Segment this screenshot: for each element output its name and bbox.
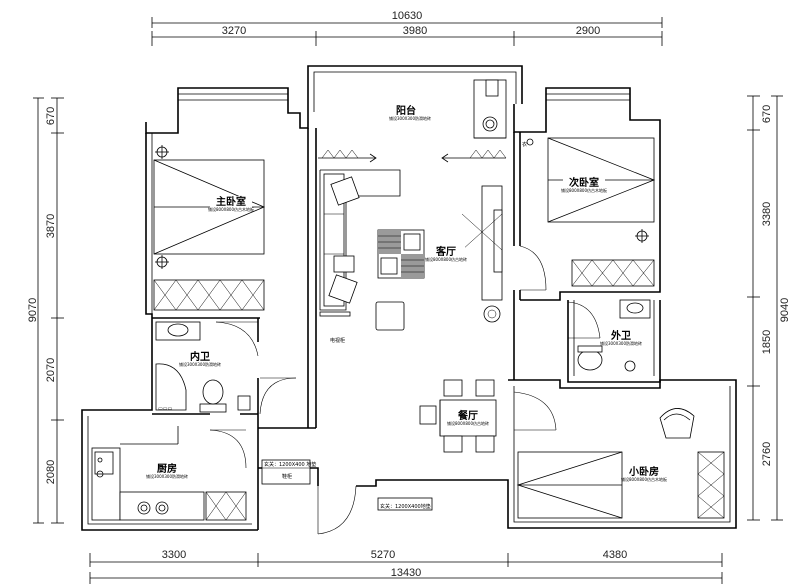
room-name-dining: 餐厅 bbox=[457, 409, 478, 422]
outer-bath-basin bbox=[577, 349, 603, 371]
dim-right-seg-4: 2760 bbox=[761, 442, 773, 466]
second-label-bg bbox=[563, 177, 605, 191]
outer-bath-area bbox=[567, 299, 651, 372]
small-bedroom-chair bbox=[659, 408, 695, 439]
dining-area bbox=[419, 379, 557, 453]
kitchen-counter-bottom bbox=[119, 491, 205, 521]
dim-top-seg-2: 3980 bbox=[403, 25, 427, 37]
balcony-label-bg bbox=[389, 105, 429, 119]
room-sub-balcony: 铺设300X300防滑地砖 bbox=[389, 115, 431, 121]
dim-left-seg-3: 2070 bbox=[45, 358, 57, 382]
inner-bath-area: ▭▭▭ bbox=[155, 321, 297, 415]
living-label-bg bbox=[427, 246, 465, 260]
small-bedroom-area bbox=[516, 408, 725, 519]
dim-right-seg-3: 1850 bbox=[761, 330, 773, 354]
toilet-bowl bbox=[202, 379, 224, 405]
dim-top-seg-1: 3270 bbox=[222, 25, 246, 37]
dim-left-seg-4: 2080 bbox=[45, 460, 57, 484]
dining-label-bg bbox=[449, 410, 487, 424]
room-name-second-bedroom: 次卧室 bbox=[569, 176, 599, 189]
room-name-balcony: 阳台 bbox=[396, 104, 416, 117]
shoe-cabinet bbox=[261, 459, 311, 485]
ottoman bbox=[375, 301, 405, 331]
room-name-kitchen: 厨房 bbox=[157, 462, 177, 475]
entry-mat-label-1: 玄关：1200X400 地垫 bbox=[264, 461, 316, 468]
dim-top-total: 10630 bbox=[392, 10, 423, 22]
master-label-bg bbox=[210, 196, 252, 210]
shoe-cabinet-label: 鞋柜 bbox=[282, 473, 292, 480]
room-sub-living-room: 铺设800X800仿古地砖 bbox=[425, 256, 467, 262]
dim-left-total: 9070 bbox=[27, 298, 39, 322]
room-sub-kitchen: 铺设300X300防滑地砖 bbox=[146, 473, 188, 479]
dim-bottom-seg-2: 5270 bbox=[371, 549, 395, 561]
room-name-master-bedroom: 主卧室 bbox=[216, 195, 246, 208]
room-sub-master-bedroom: 铺设800X800仿古木地板 bbox=[208, 206, 254, 212]
inner-bath-shower bbox=[155, 363, 187, 411]
dim-bottom-seg-1: 3300 bbox=[162, 549, 186, 561]
kitchen-area bbox=[91, 426, 247, 521]
room-name-small-bedroom: 小卧房 bbox=[628, 465, 659, 478]
second-bedroom-area bbox=[526, 137, 656, 287]
dim-left-seg-1: 670 bbox=[45, 107, 57, 125]
dim-right-total: 9040 bbox=[779, 298, 791, 322]
toilet-tank bbox=[199, 403, 227, 413]
inner-bath-sink bbox=[155, 321, 201, 341]
inner-bath-floor-mark: ▭▭▭ bbox=[158, 406, 172, 412]
room-sub-second-bedroom: 铺设800X800仿古木地板 bbox=[561, 187, 607, 193]
balcony-area bbox=[318, 79, 507, 163]
kitchen-label-bg bbox=[149, 462, 185, 476]
walls bbox=[81, 65, 737, 531]
room-name-outer-bath: 外卫 bbox=[610, 329, 631, 342]
small-label-bg bbox=[624, 466, 664, 480]
second-wardrobe bbox=[571, 259, 655, 287]
dim-bottom-seg-3: 4380 bbox=[603, 549, 627, 561]
dim-bottom-total: 13430 bbox=[391, 567, 422, 579]
entry-mat bbox=[377, 497, 433, 511]
room-name-inner-bath: 内卫 bbox=[190, 350, 210, 363]
master-bedroom-area bbox=[153, 145, 266, 311]
dim-right-seg-1: 670 bbox=[761, 105, 773, 123]
room-sub-small-bedroom: 铺设800X800仿古木地板 bbox=[621, 476, 667, 482]
kitchen-cabinet bbox=[205, 491, 247, 521]
room-sub-inner-bath: 铺设300X300防滑地砖 bbox=[179, 361, 221, 367]
room-sub-dining: 铺设800X800仿古地砖 bbox=[447, 420, 489, 426]
tv-cabinet-label: 电视柜 bbox=[330, 337, 345, 344]
entrance-area bbox=[261, 459, 433, 535]
outer-bath-sink bbox=[619, 299, 651, 319]
dim-top-seg-3: 2900 bbox=[576, 25, 600, 37]
dim-left-seg-2: 3870 bbox=[45, 214, 57, 238]
inner-bath-label-bg bbox=[182, 351, 218, 365]
room-name-living-room: 客厅 bbox=[435, 245, 456, 258]
plant-icon bbox=[483, 305, 501, 323]
living-room-area bbox=[319, 169, 547, 331]
entry-mat-label-2: 玄关：1200X400地垫 bbox=[380, 503, 431, 510]
room-sub-outer-bath: 铺设300X300防滑地砖 bbox=[600, 340, 642, 346]
dimension-lines bbox=[33, 17, 783, 584]
wardrobe-mark: 衣 bbox=[522, 141, 527, 148]
dim-right-seg-2: 3380 bbox=[761, 202, 773, 226]
outer-bath-label-bg bbox=[603, 330, 639, 344]
